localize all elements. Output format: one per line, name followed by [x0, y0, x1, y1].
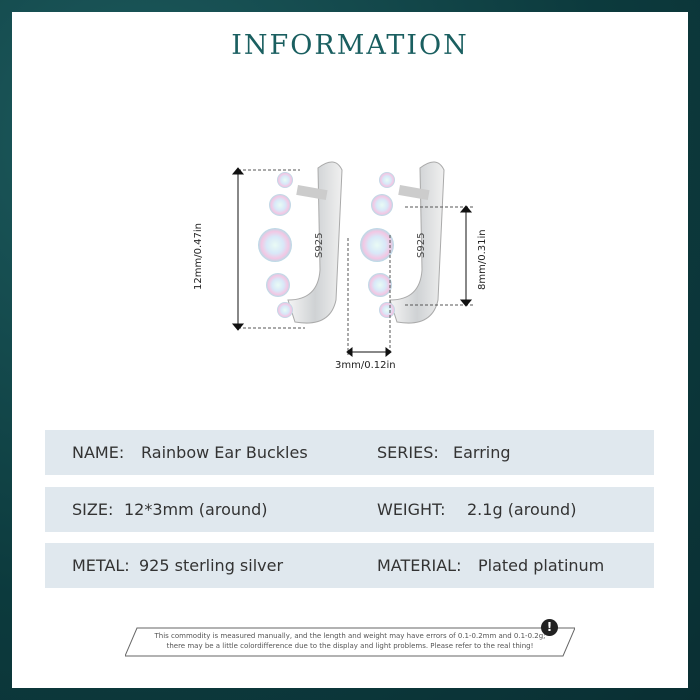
dimension-lines — [238, 169, 475, 355]
inner-dimension-label: 8mm/0.31in — [477, 229, 488, 290]
metal-label: METAL: — [72, 556, 130, 575]
weight-label: WEIGHT: — [377, 500, 446, 519]
info-row-3: METAL: 925 sterling silver MATERIAL: Pla… — [45, 543, 654, 588]
info-row-2: SIZE: 12*3mm (around) WEIGHT: 2.1g (arou… — [45, 487, 654, 532]
info-row-1: NAME: Rainbow Ear Buckles SERIES: Earrin… — [45, 430, 654, 475]
weight-value: 2.1g (around) — [467, 500, 577, 519]
name-value: Rainbow Ear Buckles — [141, 443, 308, 462]
metal-value: 925 sterling silver — [139, 556, 284, 575]
earring-right: S925 — [360, 161, 445, 324]
name-label: NAME: — [72, 443, 125, 462]
series-label: SERIES: — [377, 443, 439, 462]
material-value: Plated platinum — [478, 556, 605, 575]
disclaimer-line-2: there may be a little colordifference du… — [166, 642, 534, 650]
size-label: SIZE: — [72, 500, 114, 519]
page-title: INFORMATION — [231, 30, 469, 61]
engraving-left: S925 — [314, 233, 325, 258]
size-value: 12*3mm (around) — [124, 500, 268, 519]
exclamation-icon: ! — [541, 619, 558, 636]
width-dimension-label: 3mm/0.12in — [335, 360, 396, 371]
earrings-image: S925 S925 — [231, 161, 475, 358]
earring-left: S925 — [258, 161, 343, 324]
material-label: MATERIAL: — [377, 556, 462, 575]
disclaimer-text: This commodity is measured manually, and… — [125, 631, 575, 651]
series-value: Earring — [453, 443, 511, 462]
disclaimer-line-1: This commodity is measured manually, and… — [154, 632, 546, 640]
engraving-right: S925 — [416, 233, 427, 258]
disclaimer-box — [125, 627, 575, 657]
height-dimension-label: 12mm/0.47in — [193, 223, 204, 290]
